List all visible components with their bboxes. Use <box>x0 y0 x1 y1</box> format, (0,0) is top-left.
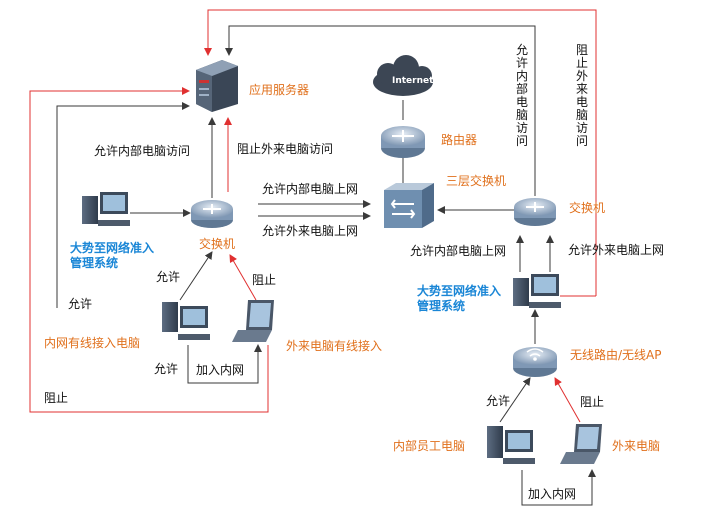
deny-external-access-right-label: 阻止外来电脑访问 <box>575 43 588 148</box>
foreign-pc-laptop-icon <box>560 424 602 464</box>
allow-label-4: 允许 <box>486 394 511 408</box>
foreign-laptop-icon <box>232 300 274 342</box>
deny-label-2: 阻止 <box>44 391 69 405</box>
allow-label-2: 允许 <box>68 297 93 311</box>
staff-pc-label: 内部员工电脑 <box>393 439 466 453</box>
deny-label-1: 阻止 <box>252 273 277 287</box>
wireless-ap-label: 无线路由/无线AP <box>570 348 662 362</box>
foreign-wired-laptop-label: 外来电脑有线接入 <box>286 339 383 353</box>
allow-internal-internet-right-label: 允许内部电脑上网 <box>410 244 507 258</box>
router-label: 路由器 <box>441 133 478 147</box>
internet-cloud-icon <box>373 55 433 96</box>
join-lan-left-label: 加入内网 <box>196 363 245 377</box>
deny-external-access-left-label: 阻止外来电脑访问 <box>237 142 334 156</box>
join-lan-right-label: 加入内网 <box>528 487 577 501</box>
app-server-label: 应用服务器 <box>249 83 310 97</box>
nac-right-label: 大势至网络准入管理系统 <box>417 284 502 313</box>
nac-right-computer-icon <box>513 274 561 308</box>
router-icon <box>381 126 425 158</box>
core-switch-label: 三层交换机 <box>446 174 507 188</box>
allow-internal-access-left-label: 允许内部电脑访问 <box>94 144 191 158</box>
allow-external-internet-right-label: 允许外来电脑上网 <box>568 243 665 257</box>
switch-left-icon <box>191 200 233 228</box>
switch-right-icon <box>514 198 556 226</box>
core-switch-icon <box>384 183 434 228</box>
wired-pc-icon <box>162 302 210 340</box>
red-links <box>29 9 597 423</box>
allow-internal-internet-top-label: 允许内部电脑上网 <box>262 182 359 196</box>
wired-pc-label: 内网有线接入电脑 <box>44 336 141 350</box>
staff-pc-icon <box>487 426 535 464</box>
deny-label-3: 阻止 <box>580 395 605 409</box>
allow-label-3: 允许 <box>154 362 179 376</box>
wireless-ap-icon <box>513 347 557 377</box>
internet-label: Internet <box>392 76 434 86</box>
nac-left-label: 大势至网络准入管理系统 <box>70 241 155 270</box>
switch-left-label: 交换机 <box>199 237 236 251</box>
black-links <box>56 25 596 506</box>
server-icon <box>196 60 238 112</box>
allow-label-1: 允许 <box>156 270 181 284</box>
foreign-pc-label: 外来电脑 <box>612 439 661 453</box>
switch-right-label: 交换机 <box>569 201 606 215</box>
allow-internal-access-right-label: 允许内部电脑访问 <box>515 43 528 148</box>
allow-external-internet-label: 允许外来电脑上网 <box>262 224 359 238</box>
nac-left-computer-icon <box>82 192 130 226</box>
